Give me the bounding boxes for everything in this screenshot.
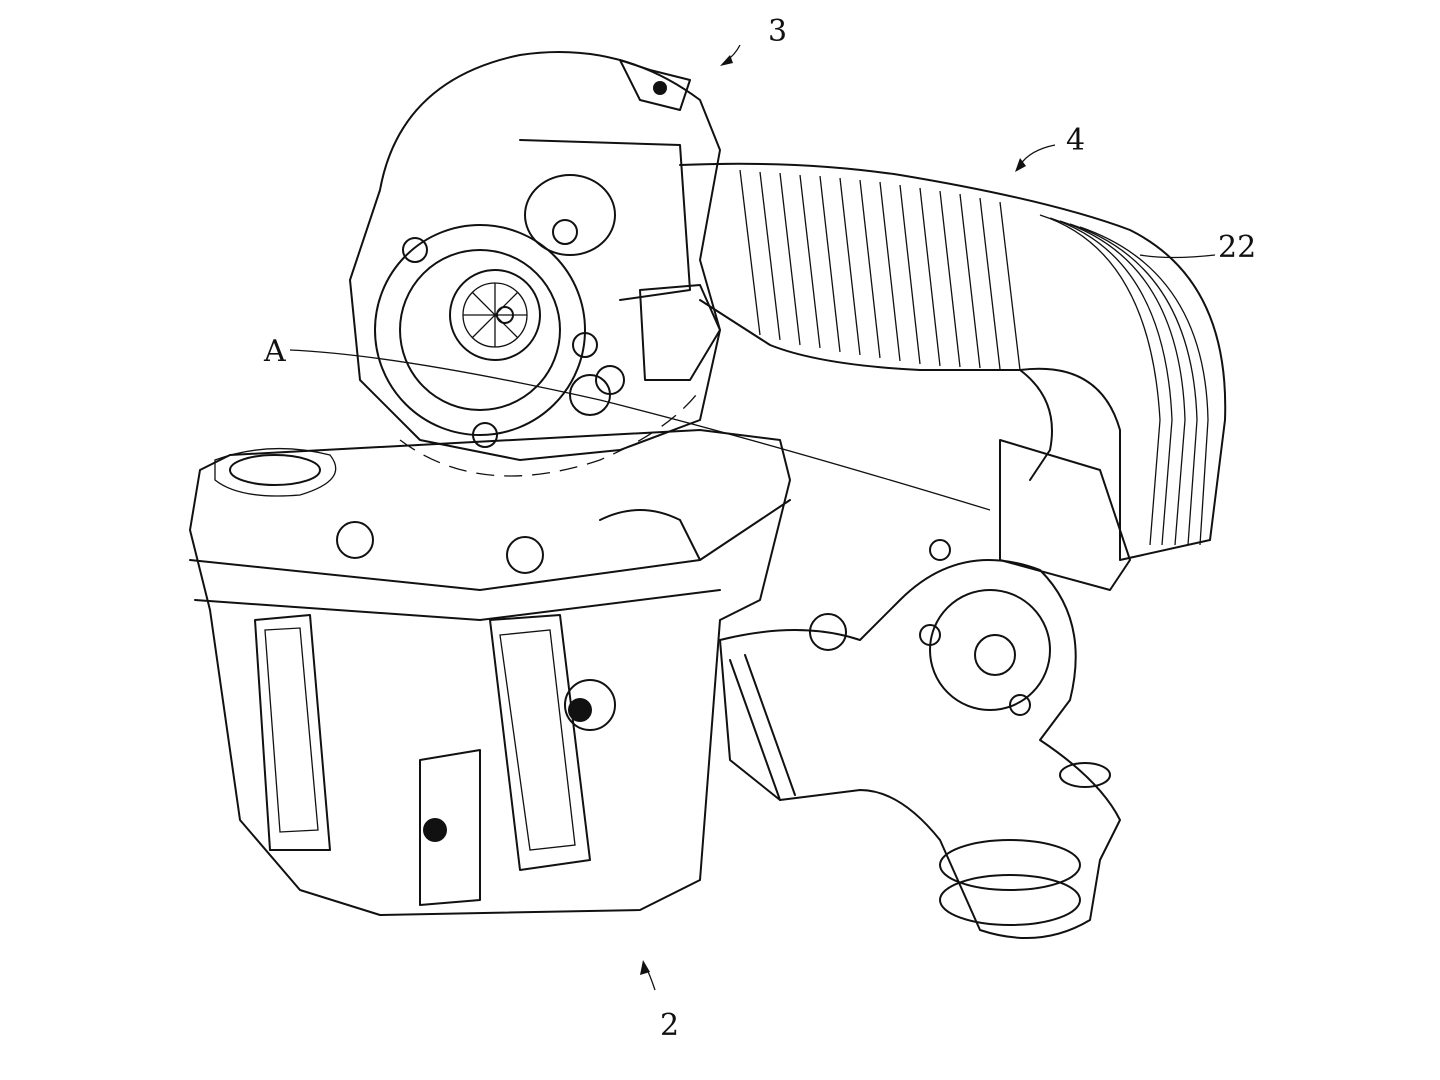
cylinder-head (189, 429, 791, 916)
intake-pipe (679, 162, 1227, 591)
pipe-corrugations (739, 169, 1209, 546)
label-detail-a: A (264, 334, 286, 369)
label-corrugated-section: 22 (1218, 230, 1257, 265)
leader-lines (289, 44, 1216, 991)
label-intake-pipe: 4 (1066, 123, 1086, 158)
label-cylinder-head: 2 (660, 1008, 680, 1043)
throttle-body (719, 539, 1121, 939)
label-turbocharger: 3 (768, 14, 788, 49)
compressor-wheel (463, 283, 527, 347)
turbocharger (349, 51, 721, 477)
